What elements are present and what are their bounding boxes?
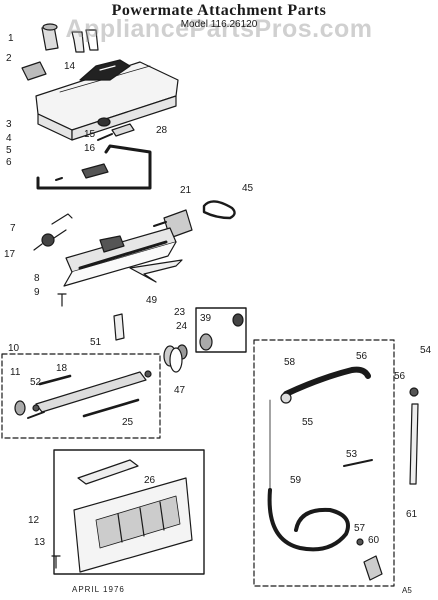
callout-53: 53 bbox=[346, 449, 358, 460]
callout-61: 61 bbox=[406, 509, 418, 520]
part-18-brush-strip bbox=[38, 374, 72, 386]
callout-5: 5 bbox=[6, 145, 12, 156]
page-code: A5 bbox=[402, 586, 412, 595]
callout-58: 58 bbox=[284, 357, 296, 368]
callout-56a: 56 bbox=[356, 351, 368, 362]
callout-24: 24 bbox=[176, 321, 188, 332]
diagram-title: Powermate Attachment Parts bbox=[111, 2, 327, 19]
callout-47: 47 bbox=[174, 385, 186, 396]
callout-11: 11 bbox=[10, 367, 21, 378]
callout-13: 13 bbox=[34, 537, 46, 548]
callout-57: 57 bbox=[354, 523, 366, 534]
callout-52: 52 bbox=[30, 377, 42, 388]
part-4-cord-frame bbox=[36, 144, 152, 190]
callout-56b: 56 bbox=[394, 371, 406, 382]
part-9-screw bbox=[57, 293, 67, 307]
part-16-spring bbox=[97, 133, 113, 141]
callout-25: 25 bbox=[122, 417, 134, 428]
part-11-end-cap bbox=[14, 400, 26, 416]
part-14-bracket bbox=[71, 29, 99, 53]
callout-59: 59 bbox=[290, 475, 302, 486]
part-58-hose bbox=[283, 366, 371, 397]
part-39-bearing-box bbox=[195, 307, 247, 353]
callout-28: 28 bbox=[156, 125, 168, 136]
part-12-base-plate-box bbox=[53, 449, 205, 575]
part-13-screw bbox=[51, 555, 61, 569]
callout-18: 18 bbox=[56, 363, 68, 374]
part-3-housing bbox=[35, 59, 179, 141]
print-date: APRIL 1976 bbox=[72, 585, 125, 594]
part-7-hook bbox=[51, 213, 73, 225]
part-6-clip bbox=[55, 177, 63, 181]
part-2-cover bbox=[21, 61, 47, 81]
callout-51: 51 bbox=[90, 337, 102, 348]
callout-21: 21 bbox=[180, 185, 192, 196]
part-25-brush-strip bbox=[82, 398, 140, 418]
callout-16: 16 bbox=[84, 143, 96, 154]
part-59-hose bbox=[267, 488, 350, 552]
callout-4: 4 bbox=[6, 133, 12, 144]
part-60-nozzle bbox=[363, 555, 383, 581]
callout-55: 55 bbox=[302, 417, 314, 428]
part-53-rod bbox=[343, 459, 373, 467]
part-5-switch bbox=[81, 163, 109, 179]
part-61-wand bbox=[409, 403, 419, 485]
part-49-lever bbox=[129, 259, 183, 283]
callout-23: 23 bbox=[174, 307, 186, 318]
callout-39: 39 bbox=[200, 313, 212, 324]
part-54-hose-kit-box bbox=[253, 339, 395, 587]
callout-14: 14 bbox=[64, 61, 76, 72]
callout-1: 1 bbox=[8, 33, 14, 44]
callout-49: 49 bbox=[146, 295, 158, 306]
part-28-plate bbox=[111, 123, 135, 137]
callout-54: 54 bbox=[420, 345, 432, 356]
part-51-clip bbox=[113, 313, 125, 341]
part-17-spring bbox=[33, 229, 67, 251]
callout-8: 8 bbox=[34, 273, 40, 284]
part-26-bail bbox=[77, 459, 139, 485]
part-15-knob bbox=[97, 117, 111, 127]
part-8-chassis bbox=[63, 227, 177, 287]
model-line: Model 116.26120 bbox=[180, 19, 258, 30]
part-45-belt bbox=[202, 200, 236, 220]
callout-2: 2 bbox=[6, 53, 12, 64]
callout-15: 15 bbox=[84, 129, 96, 140]
part-10-brush-roll-box bbox=[1, 353, 161, 439]
callout-6: 6 bbox=[6, 157, 12, 168]
part-1-clip bbox=[41, 23, 59, 51]
callout-17: 17 bbox=[4, 249, 16, 260]
callout-10: 10 bbox=[8, 343, 20, 354]
callout-3: 3 bbox=[6, 119, 12, 130]
watermark: AppliancePartsPros.com bbox=[65, 15, 373, 43]
part-47-end-cap bbox=[169, 347, 183, 373]
callout-9: 9 bbox=[34, 287, 40, 298]
callout-26: 26 bbox=[144, 475, 156, 486]
callout-45: 45 bbox=[242, 183, 254, 194]
callout-7: 7 bbox=[10, 223, 16, 234]
callout-12: 12 bbox=[28, 515, 40, 526]
callout-60: 60 bbox=[368, 535, 380, 546]
part-52-washer bbox=[32, 404, 40, 412]
